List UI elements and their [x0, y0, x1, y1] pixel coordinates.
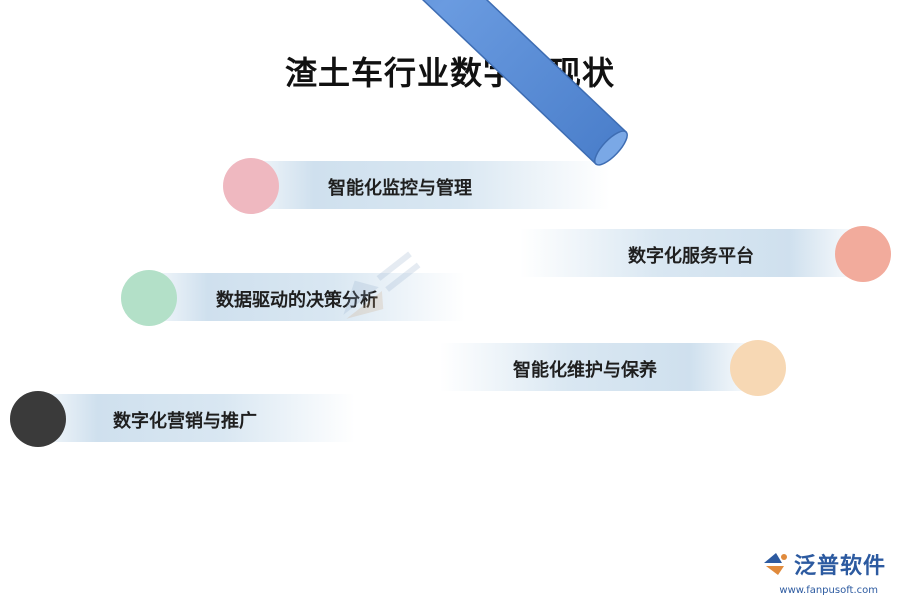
band-item-5: [25, 394, 355, 442]
item-2-dot: [835, 226, 891, 282]
item-1-label: 智能化监控与管理: [328, 178, 472, 199]
item-2-label: 数字化服务平台: [628, 246, 754, 267]
item-3-dot: [121, 270, 177, 326]
band-item-1: [230, 161, 610, 209]
item-5-label: 数字化营销与推广: [113, 411, 257, 432]
item-1-dot: [223, 158, 279, 214]
brand-name: 泛普软件: [793, 554, 886, 579]
band-item-3: [135, 273, 465, 321]
item-5-dot: [10, 391, 66, 447]
brand-logo: 泛普软件: [762, 548, 886, 580]
pencil-group: [275, 0, 628, 166]
item-4-dot: [730, 340, 786, 396]
item-4-label: 智能化维护与保养: [513, 360, 657, 381]
band-item-2: [520, 229, 865, 277]
brand-url: www.fanpusoft.com: [779, 585, 878, 596]
brand-logo-icon: [763, 553, 787, 575]
item-3-label: 数据驱动的决策分析: [216, 290, 378, 311]
pencil-end: [594, 130, 628, 166]
pencil-body: [275, 0, 628, 166]
watermark-logo: [343, 251, 421, 319]
band-item-4: [440, 343, 760, 391]
